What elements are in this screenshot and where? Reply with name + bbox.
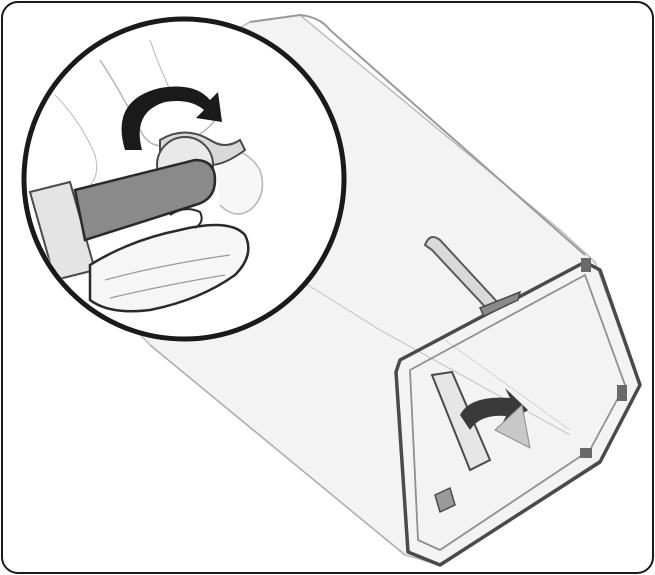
frame-corner-tab-top [581,258,591,272]
frame-corner-tab-bottom [580,448,592,458]
detail-callout [24,19,344,339]
frame-corner-tab-right [617,385,627,401]
